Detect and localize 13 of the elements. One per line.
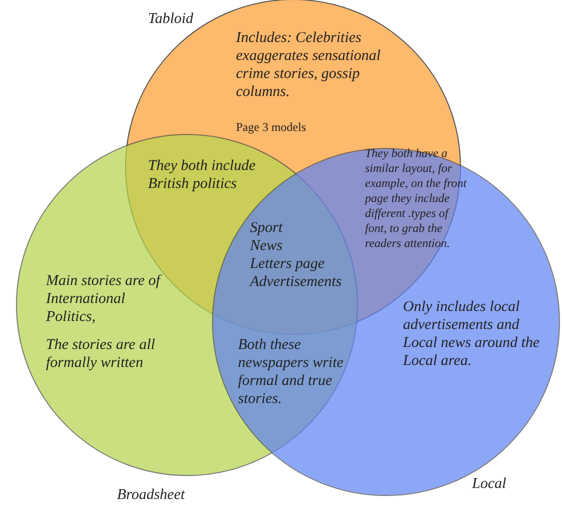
region-text: Only includes local advertisements and Local news around the Local area. (403, 298, 541, 370)
overlap-text: Letters page (250, 255, 326, 273)
overlap-text: They both have a similar layout, for example, on the front page they include different .types of font, to grab the readers attention. (365, 146, 468, 251)
region-text: Main stories are of International Politics, (46, 272, 163, 326)
overlap-text: Advertisements (250, 273, 343, 291)
circle-title: Local (472, 475, 508, 493)
region-text: Includes: Celebrities exaggerates sensational crime stories, gossip columns. (236, 29, 382, 101)
circle-title: Broadsheet (117, 486, 186, 504)
overlap-text: They both include British politics (148, 157, 256, 193)
region-note: Page 3 models (236, 120, 307, 135)
circle-title: Tabloid (148, 10, 194, 28)
region-text: The stories are all formally written (46, 336, 156, 372)
overlap-text: Both these newspapers write formal and true stories. (238, 336, 344, 408)
